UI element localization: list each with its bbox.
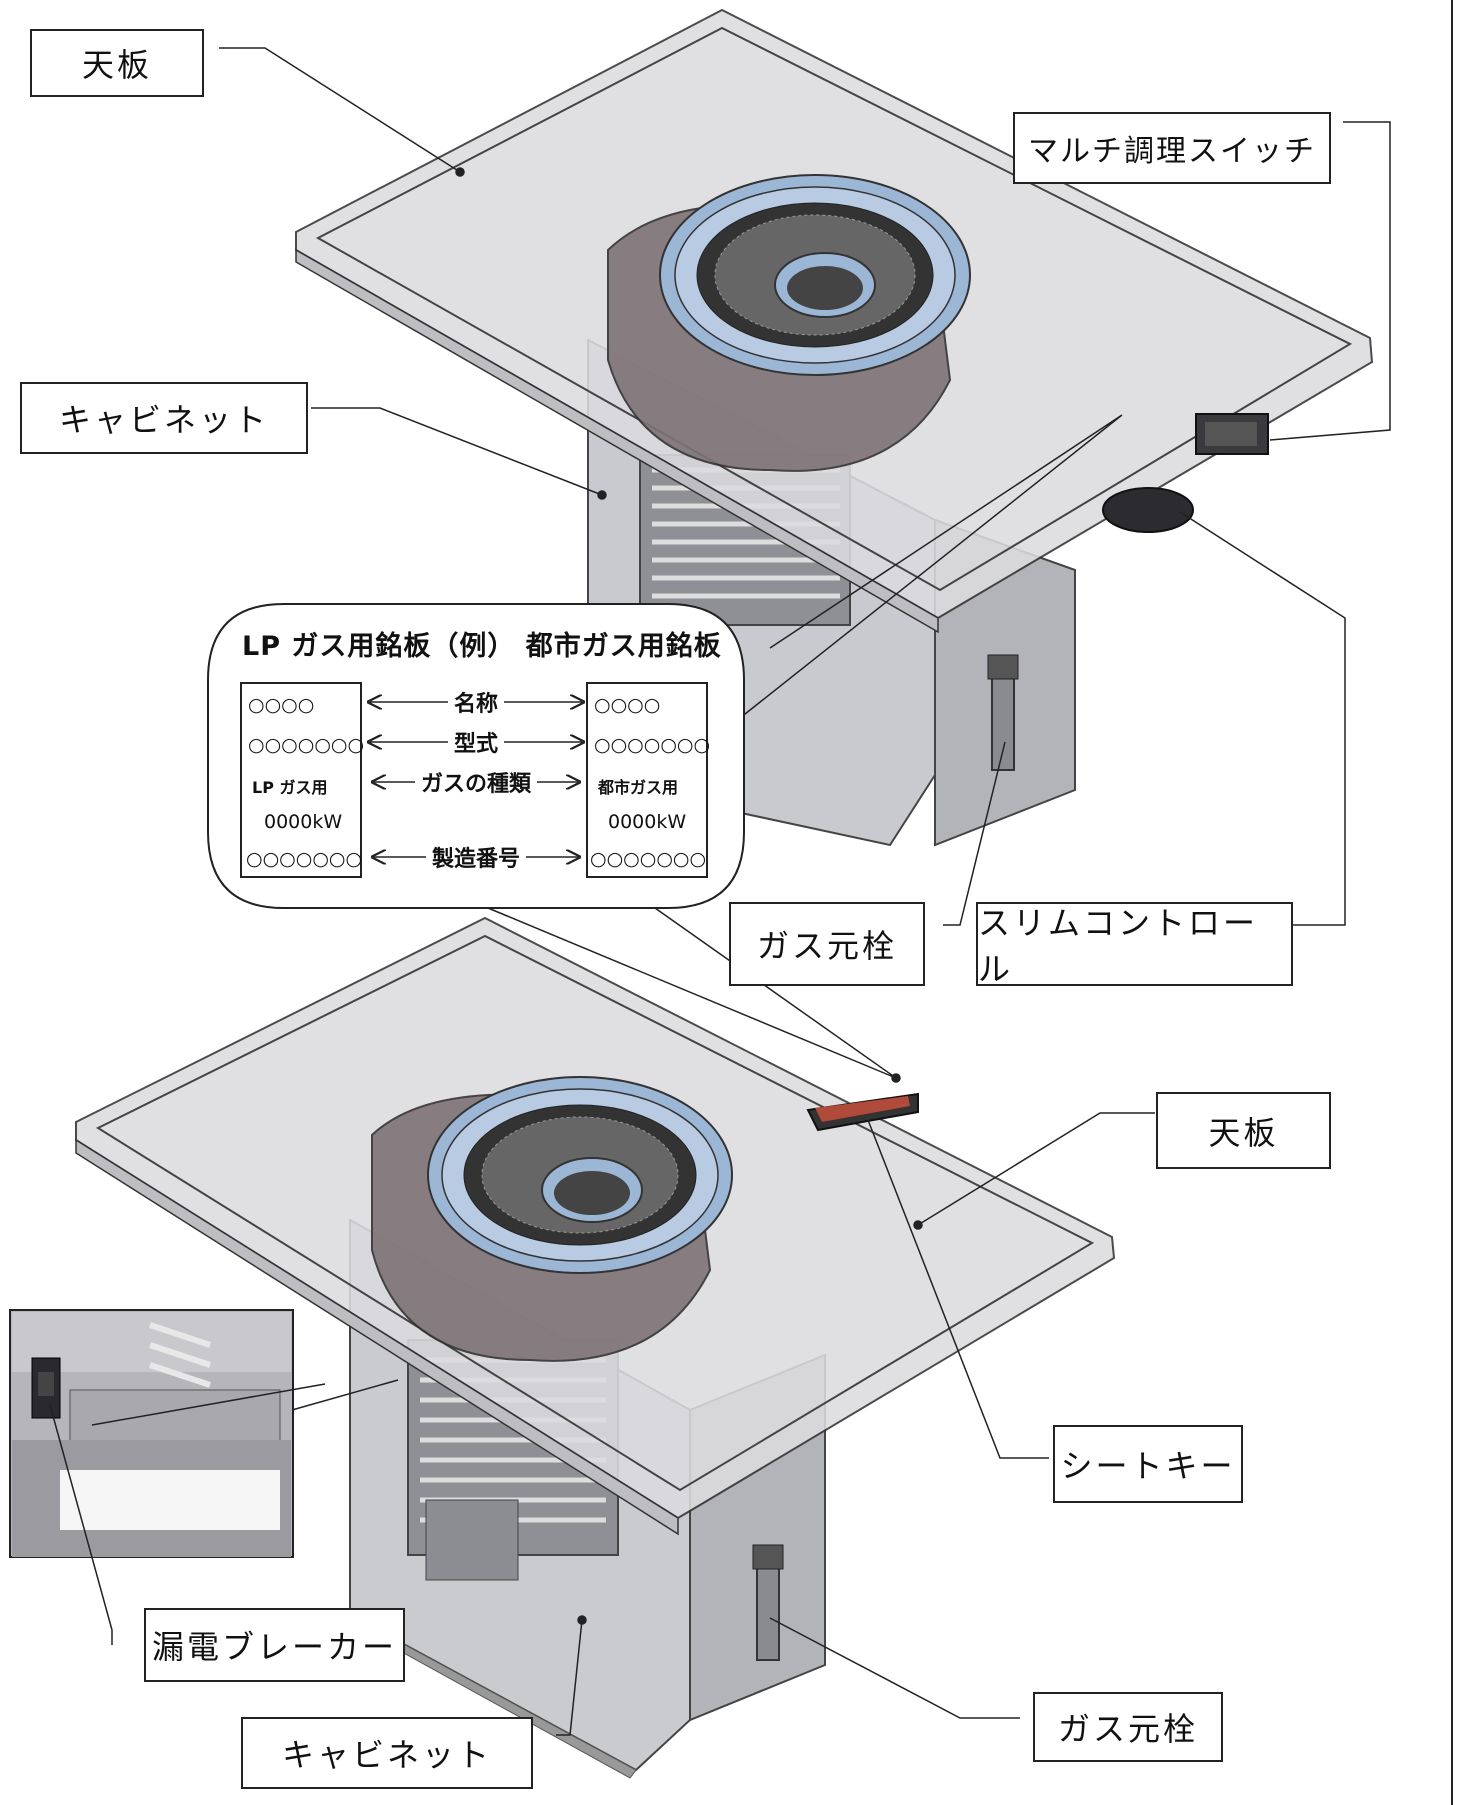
breaker-inset <box>9 1309 294 1558</box>
label-tenban-bottom: 天板 <box>1156 1092 1331 1169</box>
label-slim-control: スリムコントロール <box>976 902 1293 988</box>
lp-output-value: 0000kW <box>264 811 343 833</box>
nameplate-callout: LP ガス用銘板（例） 都市ガス用銘板 ○○○○ ○○○○○○○ LP ガス用 … <box>206 602 746 910</box>
field-serial-row: 製造番号 <box>346 843 606 872</box>
field-gas-type-row: ガスの種類 <box>346 768 606 797</box>
city-name-value: ○○○○ <box>594 694 661 716</box>
bottom-table <box>75 916 1116 1779</box>
label-gas-valve-top: ガス元栓 <box>729 902 925 986</box>
field-model-label: 型式 <box>447 732 504 757</box>
city-nameplate: ○○○○ ○○○○○○○ 都市ガス用 0000kW ○○○○○○○ <box>586 682 711 878</box>
lp-name-value: ○○○○ <box>248 694 315 716</box>
label-multi-switch: マルチ調理スイッチ <box>1013 112 1331 184</box>
lp-serial-value: ○○○○○○○ <box>246 848 363 870</box>
city-gas-type-value: 都市ガス用 <box>598 778 679 797</box>
city-serial-value: ○○○○○○○ <box>590 848 707 870</box>
label-tenban-top: 天板 <box>30 29 204 97</box>
bottom-sheet-key-hardware <box>806 1092 919 1132</box>
label-sheet-key: シートキー <box>1053 1425 1243 1503</box>
top-switch-hardware <box>1102 413 1269 533</box>
field-name-label: 名称 <box>447 692 504 717</box>
field-model-row: 型式 <box>346 728 606 757</box>
top-grill <box>607 174 971 472</box>
top-table <box>295 8 1374 847</box>
label-cabinet-bottom: キャビネット <box>241 1717 533 1789</box>
label-breaker: 漏電ブレーカー <box>144 1608 405 1682</box>
city-output-value: 0000kW <box>608 811 687 833</box>
lp-gas-type-value: LP ガス用 <box>252 778 328 797</box>
field-gas-type-label: ガスの種類 <box>414 772 537 797</box>
bottom-grill <box>371 1076 733 1362</box>
lp-model-value: ○○○○○○○ <box>248 734 365 756</box>
label-cabinet-top: キャビネット <box>20 382 308 454</box>
lp-nameplate: ○○○○ ○○○○○○○ LP ガス用 0000kW ○○○○○○○ <box>240 682 365 878</box>
city-model-value: ○○○○○○○ <box>594 734 711 756</box>
field-serial-label: 製造番号 <box>425 847 526 872</box>
nameplate-title: LP ガス用銘板（例） 都市ガス用銘板 <box>242 631 722 662</box>
field-name-row: 名称 <box>346 688 606 717</box>
label-gas-valve-bottom: ガス元栓 <box>1033 1692 1223 1762</box>
leader-lines <box>49 47 1391 1736</box>
